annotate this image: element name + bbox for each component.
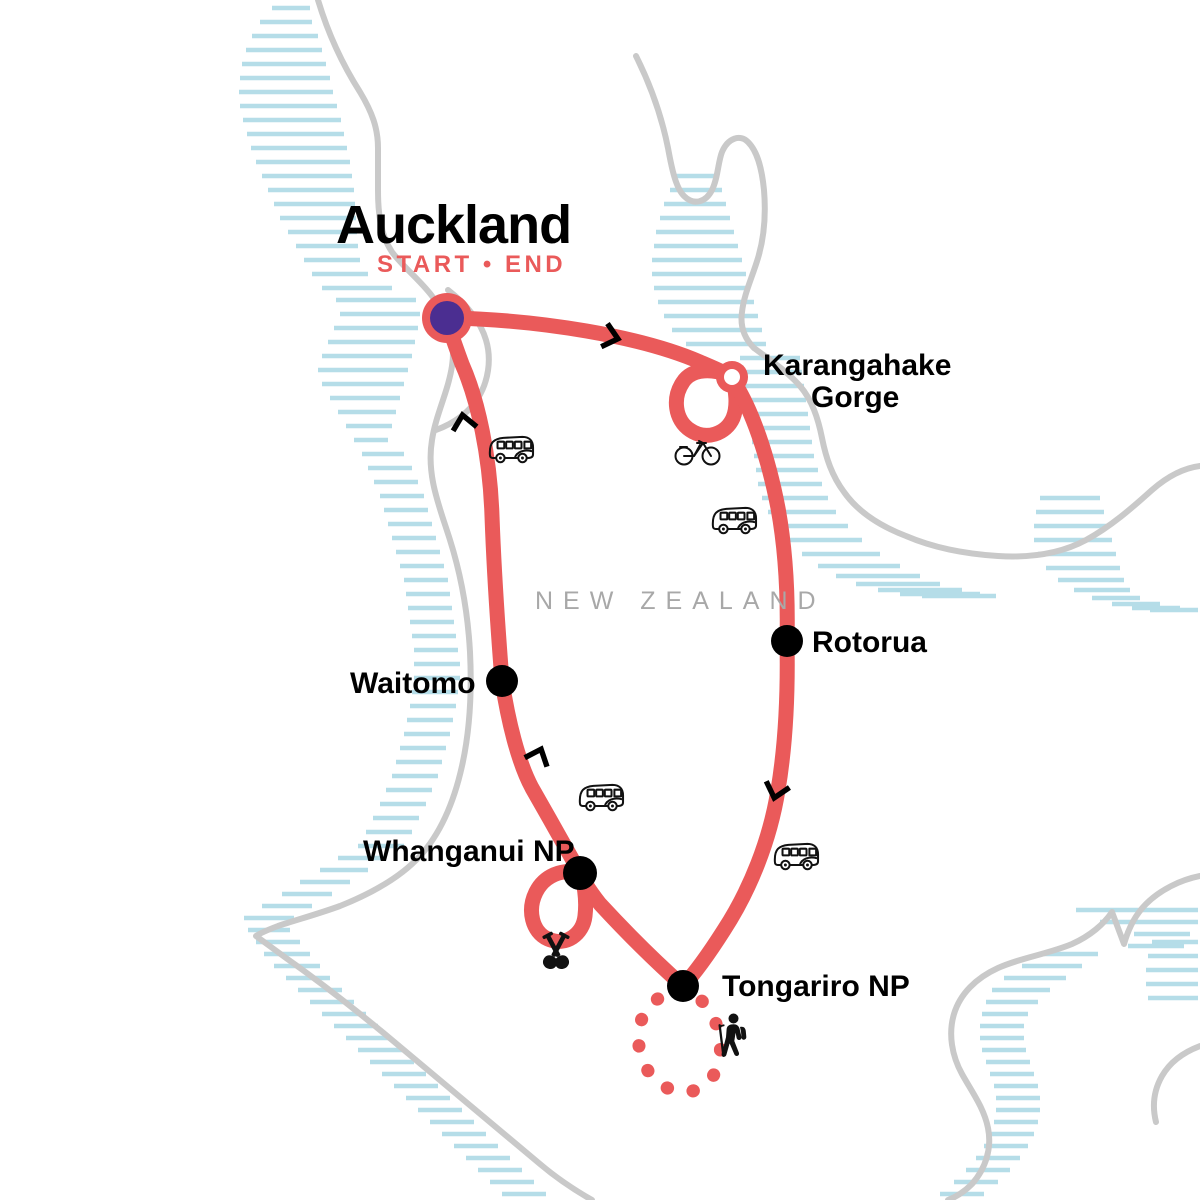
- route-waitomo-auckland: [439, 314, 510, 689]
- tour-route: [439, 310, 795, 994]
- marker-auckland[interactable]: [422, 293, 472, 343]
- bus-icon: [711, 506, 758, 535]
- marker-rotorua[interactable]: [771, 625, 803, 657]
- label-karangahake-gorge-line1: Karangahake: [763, 349, 951, 382]
- marker-tongariro-np[interactable]: [667, 970, 699, 1002]
- label-whanganui-np: Whanganui NP: [363, 835, 575, 868]
- marker-waitomo[interactable]: [486, 665, 518, 697]
- place-markers: [422, 293, 803, 1002]
- marker-whanganui-np[interactable]: [563, 856, 597, 890]
- coastline: [253, 0, 1200, 1200]
- label-waitomo: Waitomo: [350, 667, 476, 700]
- hiker-icon: [718, 1013, 747, 1058]
- route-tongariro-whanganui: [572, 865, 691, 994]
- bicycle-icon: [674, 440, 721, 466]
- route-whanganui-waitomo: [494, 673, 588, 881]
- route-karangahake-loop: [668, 363, 744, 443]
- label-auckland-startend: START • END: [377, 251, 566, 278]
- route-tongariro-hike-loop: [632, 985, 727, 1099]
- route-karangahake-rotorua: [726, 374, 795, 649]
- bus-icon: [488, 435, 535, 464]
- marker-karangahake-gorge[interactable]: [716, 361, 748, 393]
- bus-icon: [773, 842, 820, 871]
- map-labels: NEW ZEALAND Auckland START • END Karanga…: [336, 195, 951, 1003]
- label-tongariro-np: Tongariro NP: [722, 970, 910, 1003]
- label-rotorua: Rotorua: [812, 626, 927, 659]
- bus-icon: [578, 783, 625, 812]
- label-auckland: Auckland: [336, 195, 571, 255]
- route-rotorua-tongariro: [675, 633, 795, 994]
- country-label: NEW ZEALAND: [535, 587, 826, 615]
- label-karangahake-gorge-line2: Gorge: [811, 381, 899, 414]
- sea-hatching: [239, 5, 1198, 1197]
